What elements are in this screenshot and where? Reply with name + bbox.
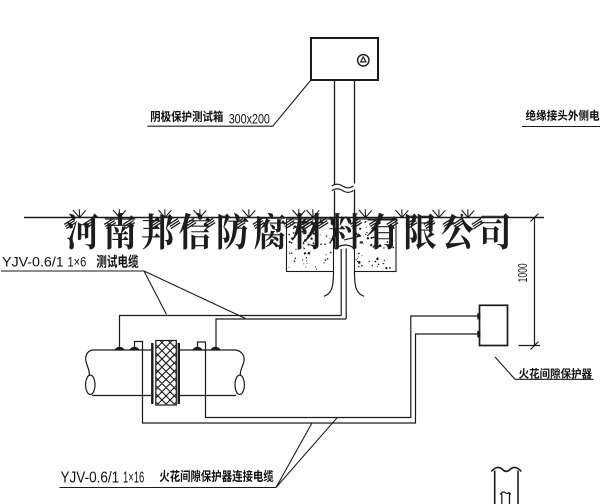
- svg-text:1×6: 1×6: [68, 255, 87, 270]
- svg-text:300x200: 300x200: [229, 110, 270, 126]
- svg-text:1×16: 1×16: [123, 469, 144, 486]
- svg-text:YJV-0.6/1: YJV-0.6/1: [2, 255, 64, 270]
- svg-text:YJV-0.6/1: YJV-0.6/1: [61, 469, 120, 486]
- svg-text:1000: 1000: [515, 263, 530, 282]
